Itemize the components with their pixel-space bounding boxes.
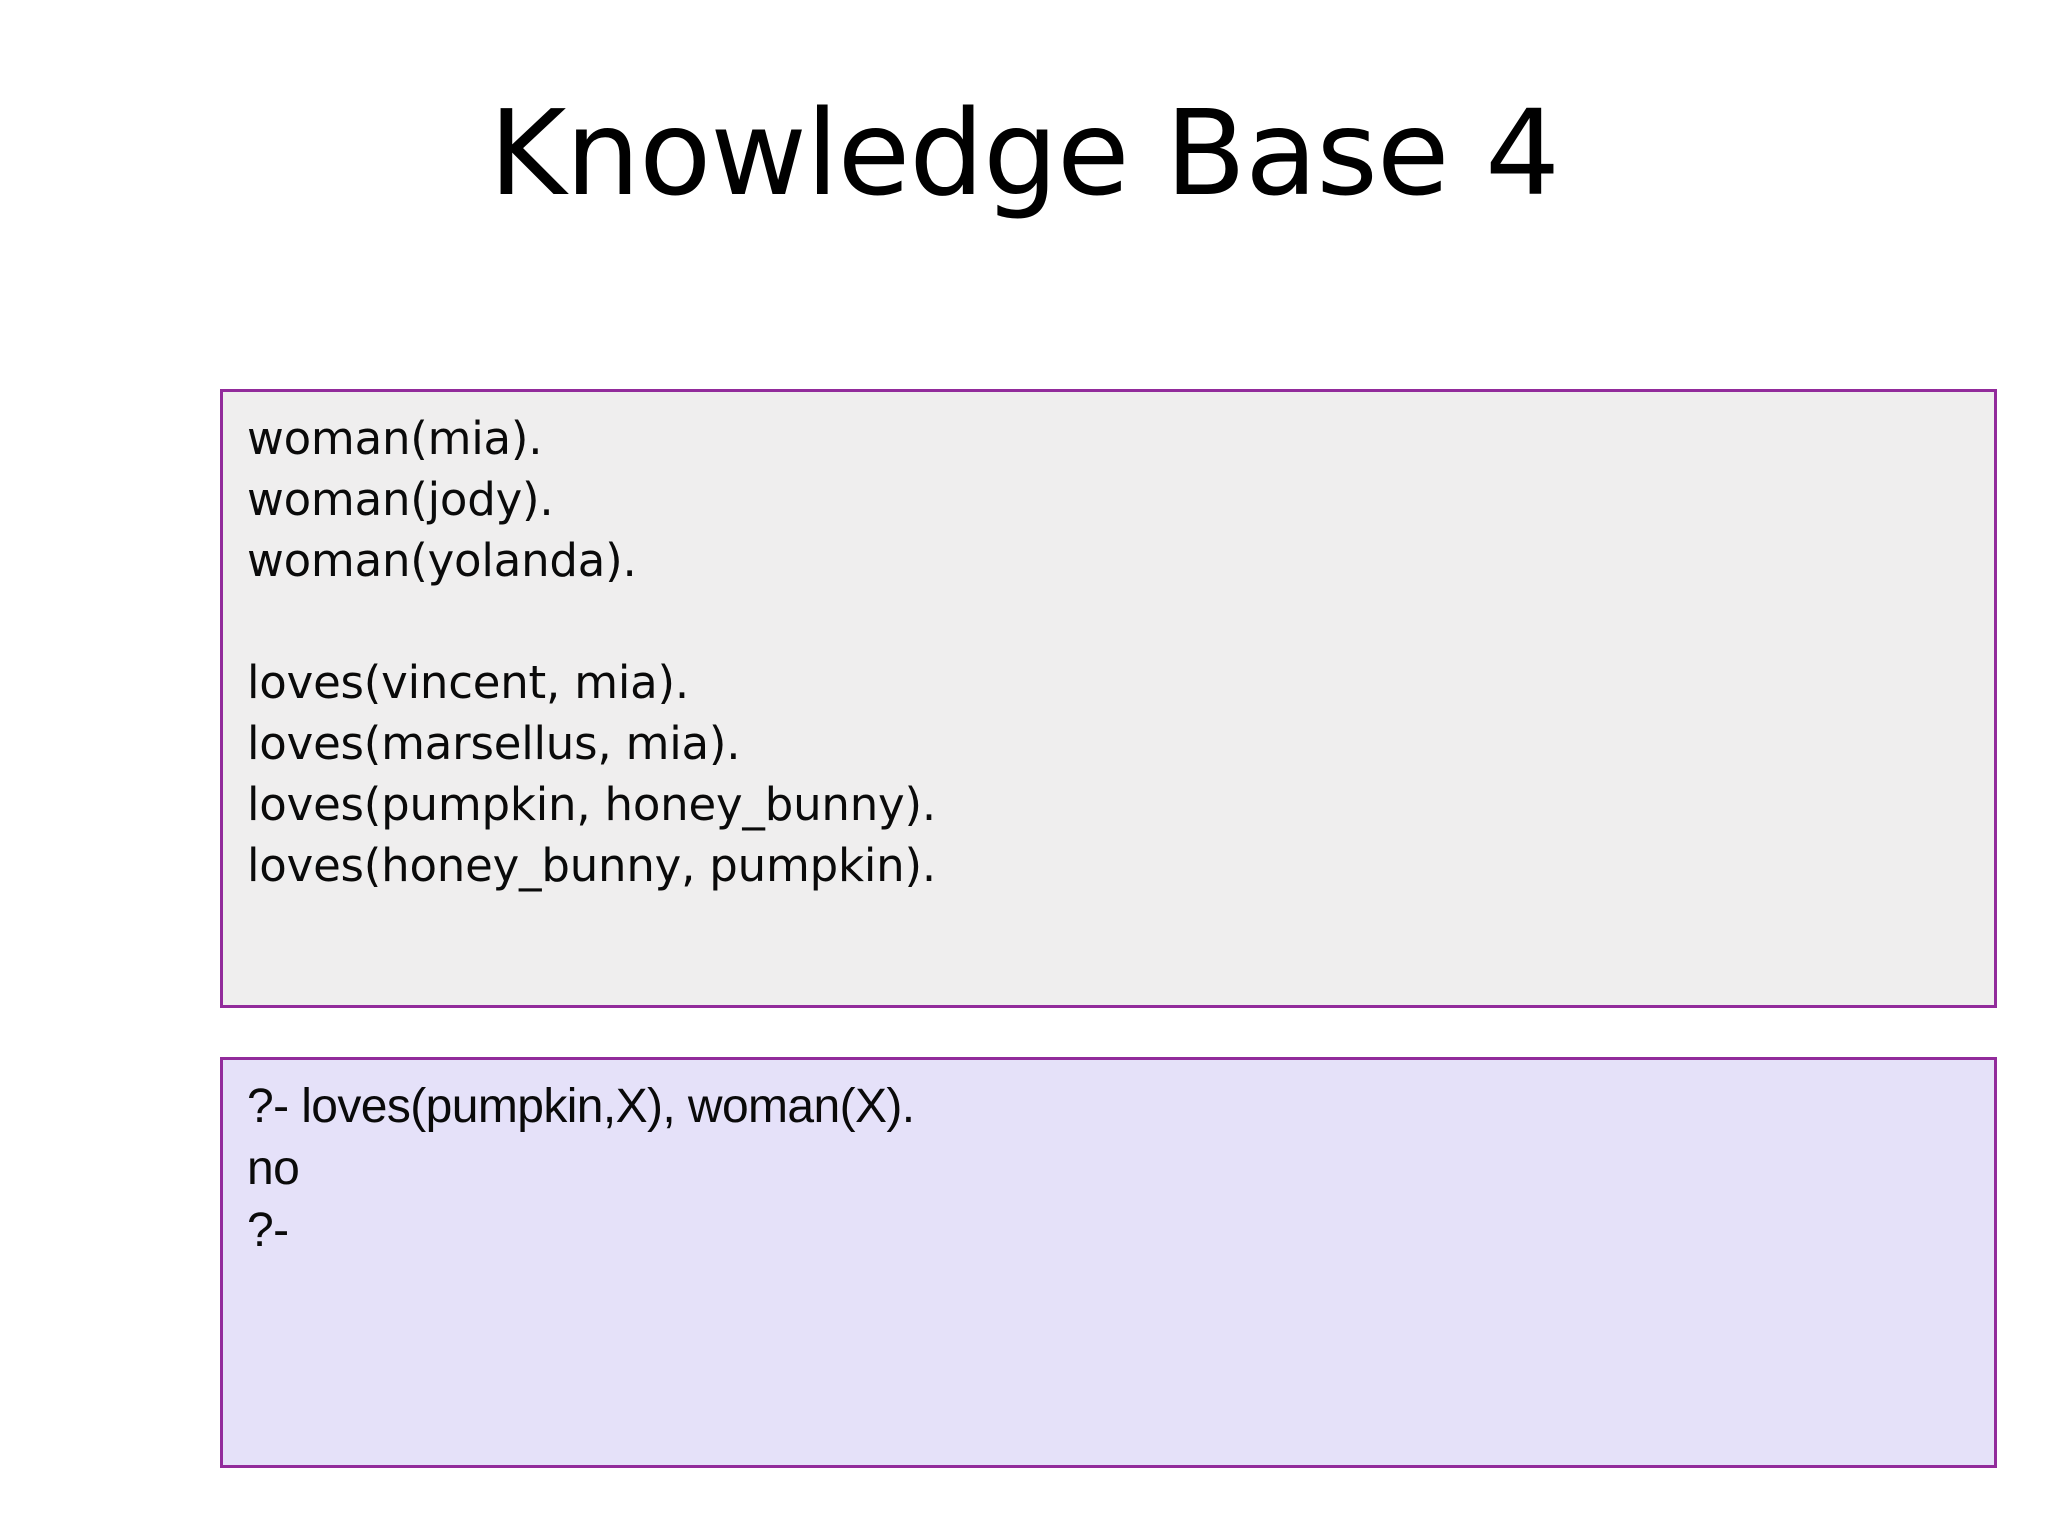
console-prompt-line: ?- (247, 1204, 289, 1257)
prolog-console-box: ?- loves(pumpkin,X), woman(X). no ?- (220, 1057, 1997, 1468)
knowledge-base-code-box: woman(mia). woman(jody). woman(yolanda).… (220, 389, 1997, 1008)
page-title: Knowledge Base 4 (488, 84, 1560, 222)
code-line: loves(vincent, mia). (247, 656, 689, 709)
code-line: woman(yolanda). (247, 534, 637, 587)
code-line: woman(jody). (247, 473, 554, 526)
code-line: loves(honey_bunny, pumpkin). (247, 839, 936, 892)
code-line: woman(mia). (247, 412, 543, 465)
code-line-blank (247, 591, 1994, 652)
code-line: loves(marsellus, mia). (247, 717, 741, 770)
console-query-line: ?- loves(pumpkin,X), woman(X). (247, 1080, 915, 1133)
console-answer-line: no (247, 1142, 300, 1195)
code-line: loves(pumpkin, honey_bunny). (247, 778, 936, 831)
